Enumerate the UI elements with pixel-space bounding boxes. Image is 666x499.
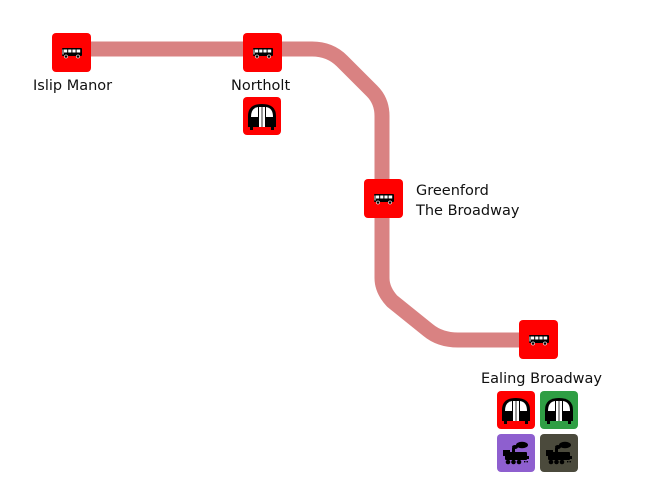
stop-label-greenford-line1: Greenford: [416, 183, 489, 199]
stop-label-northolt: Northolt: [231, 78, 291, 94]
stop-greenford-bus-icon[interactable]: [364, 179, 403, 218]
ealing-steam-train-icon-dark: [540, 434, 578, 472]
ealing-tube-train-icon-red: [497, 391, 535, 429]
stop-label-islip-manor: Islip Manor: [33, 78, 113, 94]
northolt-tube-train-icon: [243, 97, 281, 135]
stop-label-ealing-broadway: Ealing Broadway: [481, 371, 602, 387]
ealing-steam-train-icon-purple: [497, 434, 535, 472]
ealing-tube-train-icon-green: [540, 391, 578, 429]
stop-islip-manor-bus-icon[interactable]: [52, 33, 91, 72]
stop-northolt-bus-icon[interactable]: [243, 33, 282, 72]
stop-label-greenford-line2: The Broadway: [416, 203, 520, 219]
stop-ealing-broadway-bus-icon[interactable]: [519, 320, 558, 359]
